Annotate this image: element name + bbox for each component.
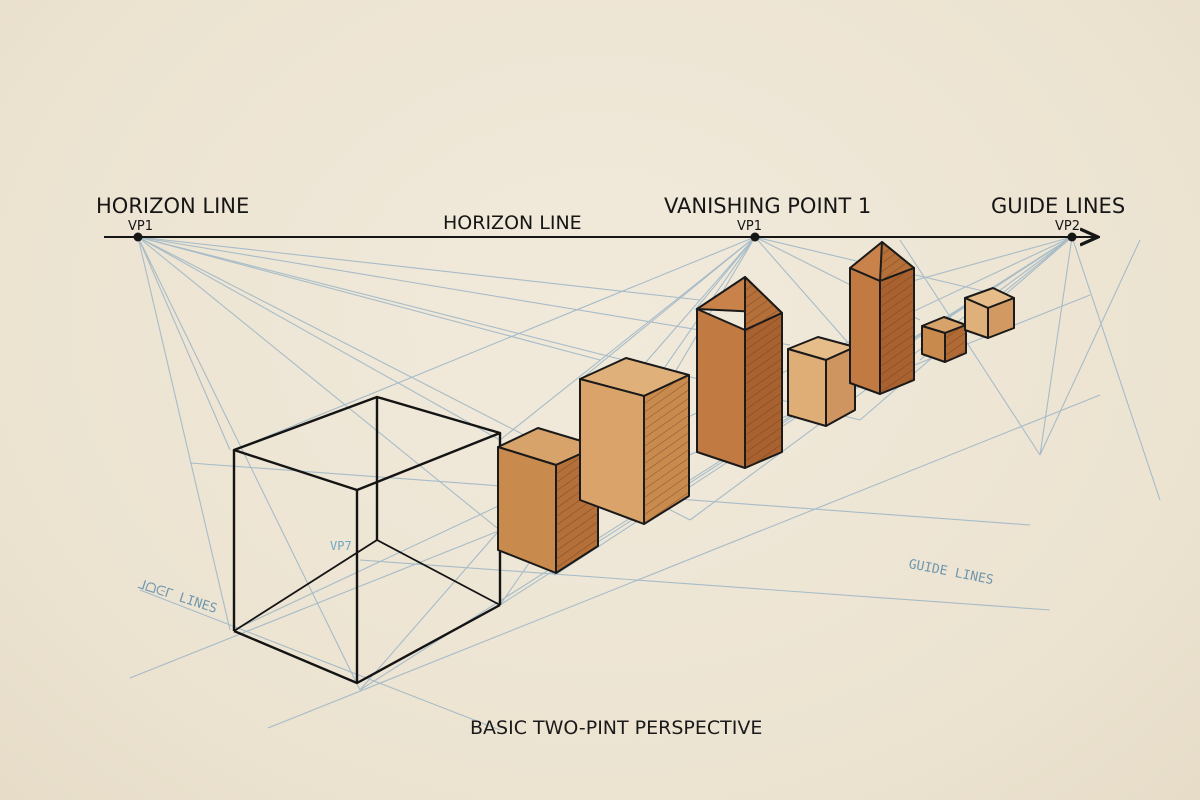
tower-2: [849, 241, 915, 395]
vp1-center-label: VP1: [737, 219, 763, 234]
vp2-right-label: VP2: [1055, 219, 1081, 234]
tower-1: [696, 276, 783, 469]
diagram-title: BASIC TWO-PINT PERSPECTIVE: [470, 717, 763, 739]
horizon-line-label-center: HORIZON LINE: [443, 212, 582, 234]
block-4: [921, 316, 967, 363]
vp1-center-point: [750, 232, 760, 242]
cube-inner-label: VP7: [330, 539, 352, 553]
vp1-left-point: [133, 232, 143, 242]
vanishing-point-label: VANISHING POINT 1: [664, 194, 872, 218]
block-3: [787, 336, 856, 427]
block-2: [579, 357, 690, 525]
guide-lines-label-top: GUIDE LINES: [991, 194, 1126, 218]
horizon-line-label-left: HORIZON LINE: [96, 194, 250, 218]
block-5: [964, 287, 1015, 339]
wireframe-cube: [232, 395, 502, 685]
vp1-left-label: VP1: [128, 219, 154, 234]
vp2-right-point: [1067, 232, 1077, 242]
